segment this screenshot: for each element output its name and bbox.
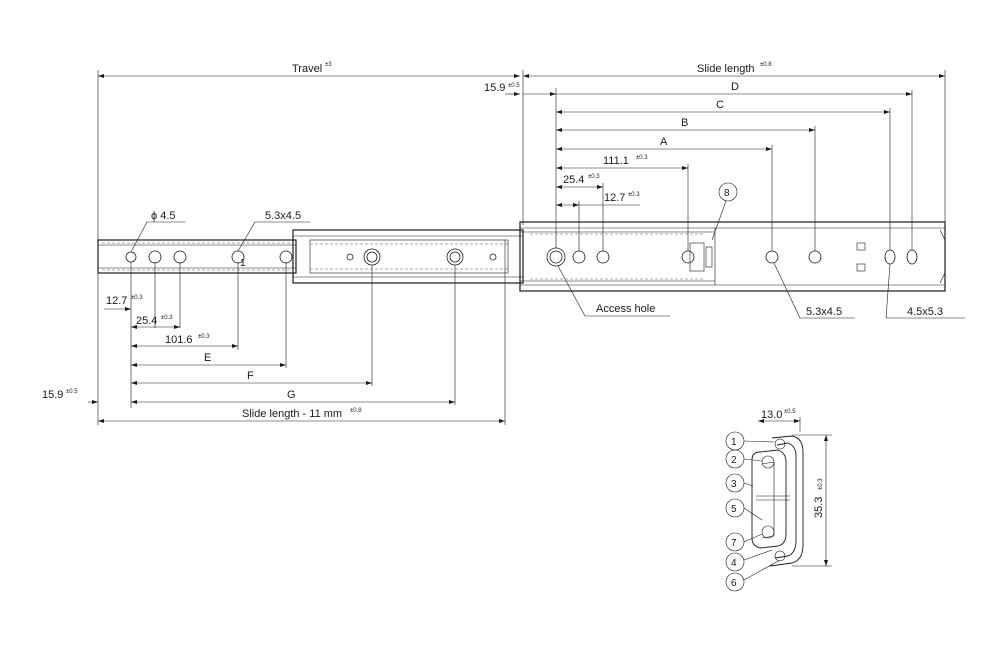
- slide-length-label: Slide length: [697, 63, 755, 75]
- slot-right-callout: 5.3x4.5: [773, 262, 855, 319]
- front-offset-top-dimension: 15.9 ±0.5: [484, 82, 556, 96]
- part-8-callout: 8: [711, 182, 738, 241]
- svg-text:1: 1: [731, 437, 737, 448]
- dimension-B: B: [556, 117, 816, 255]
- dimension-25-4-bottom: 25.4 ±0.3: [131, 315, 180, 329]
- dimension-111-1-label: 111.1: [603, 155, 629, 167]
- marker-1: 1: [240, 258, 246, 269]
- dimension-12-7-top: 12.7 ±0.3: [556, 192, 640, 255]
- dimension-111-1-tol: ±0.3: [636, 155, 648, 161]
- svg-text:3: 3: [731, 479, 737, 490]
- front-offset-top-tol: ±0.5: [508, 83, 520, 89]
- front-offset-top-label: 15.9: [484, 82, 505, 94]
- dimension-E-label: E: [204, 352, 211, 364]
- dimension-12-7-top-tol: ±0.3: [628, 192, 640, 198]
- part-8-label: 8: [724, 188, 730, 199]
- dimension-25-4-top-label: 25.4: [563, 174, 584, 186]
- slide-length-tol: ±0.8: [760, 62, 772, 68]
- part-bubble-5: 5: [725, 498, 763, 521]
- phi-hole-label: ϕ 4.5: [151, 210, 176, 222]
- dimension-25-4-top-tol: ±0.3: [588, 174, 600, 180]
- dimension-D-label: D: [731, 81, 739, 93]
- part-bubble-7: 7: [725, 532, 763, 552]
- slot-left-label: 5.3x4.5: [265, 210, 301, 222]
- access-hole-callout: Access hole: [557, 265, 670, 317]
- slot-right-label: 5.3x4.5: [806, 306, 842, 318]
- intermediate-member: [292, 229, 524, 284]
- svg-text:7: 7: [731, 538, 737, 549]
- rear-offset-label: 15.9: [42, 389, 63, 401]
- svg-text:4: 4: [731, 558, 737, 569]
- svg-text:6: 6: [731, 578, 737, 589]
- dimension-G: G: [131, 389, 455, 404]
- svg-text:5: 5: [731, 504, 737, 515]
- dimension-25-4-bottom-tol: ±0.3: [161, 315, 173, 321]
- width-label: 13.0: [761, 409, 782, 421]
- mounting-holes: [125, 242, 918, 272]
- travel-dimension: Travel ±3: [97, 62, 520, 240]
- dimension-F-label: F: [247, 370, 254, 382]
- slot-left-callout: 5.3x4.5: [237, 210, 310, 252]
- slide-length-minus-label: Slide length - 11 mm: [242, 408, 342, 420]
- part-bubble-6: 6: [725, 559, 781, 592]
- dimension-G-label: G: [287, 389, 296, 401]
- rear-offset-tol: ±0.5: [66, 389, 78, 395]
- dimension-B-label: B: [681, 117, 688, 129]
- access-hole-label: Access hole: [596, 303, 655, 315]
- inner-member: [97, 239, 297, 274]
- bottom-extensions: [97, 240, 506, 425]
- height-tol: ±0.3: [818, 478, 824, 490]
- dimension-D: D: [556, 81, 913, 255]
- dimension-C: C: [556, 99, 891, 255]
- dimension-A-label: A: [660, 136, 668, 148]
- travel-tol: ±3: [325, 62, 332, 68]
- dimension-111-1: 111.1 ±0.3: [556, 155, 689, 255]
- dimension-E: E: [131, 352, 286, 367]
- dimension-101-6: 101.6 ±0.3: [131, 334, 238, 348]
- cross-section: 13.0 ±0.5 35.3 ±0.3 1 2: [725, 409, 832, 592]
- part-bubble-4: 4: [725, 549, 773, 572]
- slide-length-minus-tol: ±0.8: [350, 408, 362, 414]
- part-bubble-3: 3: [725, 473, 754, 493]
- dimension-rear-offset: 15.9 ±0.5: [42, 389, 98, 404]
- dimension-12-7-bottom: 12.7 ±0.3: [104, 295, 143, 311]
- width-tol: ±0.5: [784, 409, 796, 415]
- dimension-101-6-tol: ±0.3: [198, 334, 210, 340]
- dimension-25-4-bottom-label: 25.4: [136, 315, 157, 327]
- dimension-101-6-label: 101.6: [165, 334, 193, 346]
- slide-length-dimension: Slide length ±0.8: [522, 62, 946, 225]
- height-label: 35.3: [813, 497, 825, 518]
- part-bubble-2: 2: [725, 449, 763, 469]
- dimension-C-label: C: [716, 99, 724, 111]
- slot-far-right-label: 4.5x5.3: [907, 306, 943, 318]
- travel-label: Travel: [292, 63, 322, 75]
- svg-text:2: 2: [731, 455, 737, 466]
- dimension-slide-length-minus: Slide length - 11 mm ±0.8: [98, 408, 505, 423]
- dimension-F: F: [131, 370, 372, 385]
- slot-far-right-callout: 4.5x5.3: [885, 263, 965, 319]
- dimension-25-4-top: 25.4 ±0.3: [556, 174, 604, 255]
- dimension-A: A: [556, 136, 773, 255]
- part-bubble-1: 1: [725, 431, 775, 451]
- dimension-12-7-bottom-label: 12.7: [106, 295, 127, 307]
- dimension-12-7-bottom-tol: ±0.3: [131, 295, 143, 301]
- dimension-12-7-top-label: 12.7: [604, 192, 625, 204]
- phi-callout: ϕ 4.5: [130, 210, 185, 253]
